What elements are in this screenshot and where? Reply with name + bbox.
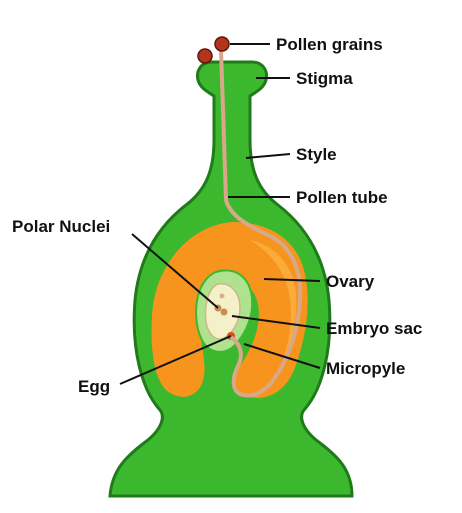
label-polar-nuclei: Polar Nuclei (12, 217, 110, 236)
leader-polar-nuclei (131, 233, 219, 309)
leader-style (245, 153, 291, 159)
leader-micropyle (243, 343, 321, 369)
antipodal-cell (219, 293, 225, 299)
label-style: Style (296, 145, 337, 164)
label-ovary: Ovary (326, 272, 375, 291)
ovule-highlight (250, 240, 297, 362)
label-stigma: Stigma (296, 69, 353, 88)
polar-nucleus-2 (220, 308, 228, 316)
label-micropyle: Micropyle (326, 359, 405, 378)
leader-embryo-sac (231, 315, 321, 329)
label-pollen-grains: Pollen grains (276, 35, 383, 54)
leader-ovary (263, 278, 321, 282)
label-egg: Egg (78, 377, 110, 396)
label-embryo-sac: Embryo sac (326, 319, 422, 338)
pollen-grain-2 (214, 36, 230, 52)
pollen-grain-1 (197, 48, 213, 64)
label-pollen-tube: Pollen tube (296, 188, 388, 207)
leader-egg (119, 335, 232, 385)
leader-lines (119, 43, 321, 385)
pollen-tube (219, 48, 303, 398)
